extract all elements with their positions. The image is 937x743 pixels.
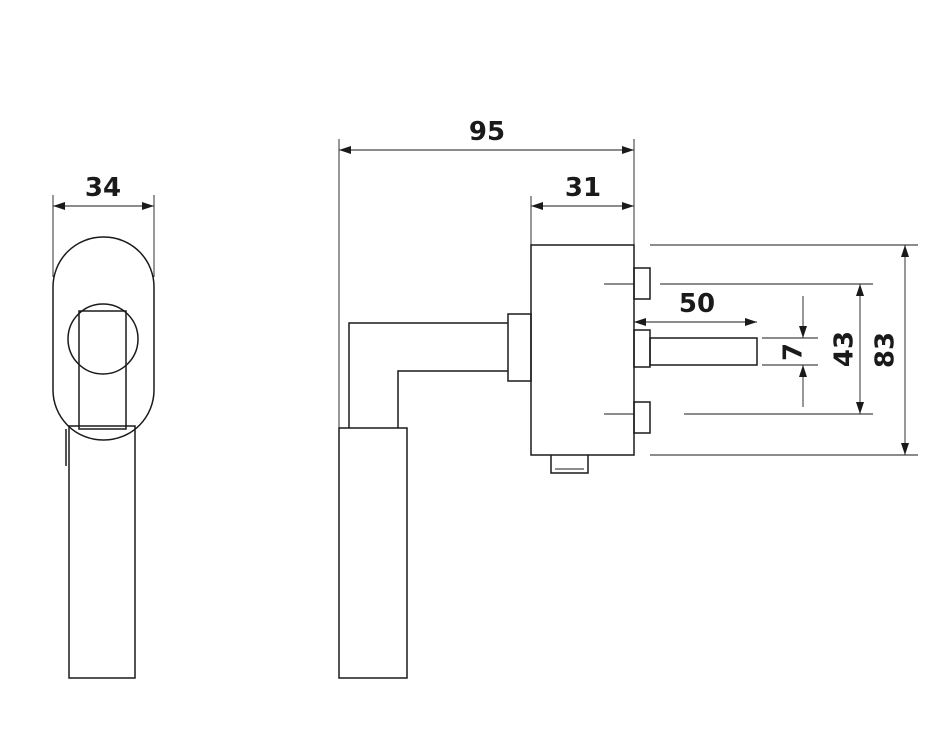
spindle	[649, 337, 758, 366]
front-view	[52, 236, 155, 679]
front-rose-oval	[52, 236, 155, 441]
screw-top	[633, 267, 651, 300]
front-handle-neck	[78, 310, 127, 430]
dim-label-7: 7	[779, 343, 809, 361]
lever-collar	[507, 313, 532, 382]
dim-rose-height: 83	[650, 244, 918, 456]
dim-label-34: 34	[85, 173, 121, 203]
spindle-boss	[633, 329, 651, 368]
dim-spindle-square: 7	[762, 296, 818, 407]
dim-screw-spacing: 43	[660, 283, 873, 415]
screw-bottom	[633, 401, 651, 434]
dim-label-83: 83	[871, 332, 901, 368]
lever-arm	[348, 322, 508, 428]
front-handle-grip	[68, 425, 136, 679]
dim-front-width: 34	[52, 173, 155, 277]
dim-rose-depth: 31	[530, 173, 634, 245]
dim-label-31: 31	[565, 173, 601, 203]
dim-total-length: 95	[338, 117, 635, 428]
dim-spindle-length: 50	[634, 289, 757, 326]
rose-body	[530, 244, 635, 456]
dim-label-43: 43	[830, 331, 860, 367]
rose-bottom-lug	[550, 455, 589, 474]
dim-label-95: 95	[469, 117, 505, 147]
dim-label-50: 50	[679, 289, 715, 319]
side-view	[338, 244, 758, 679]
front-spindle-circle	[67, 303, 139, 375]
lever-grip	[338, 427, 408, 679]
